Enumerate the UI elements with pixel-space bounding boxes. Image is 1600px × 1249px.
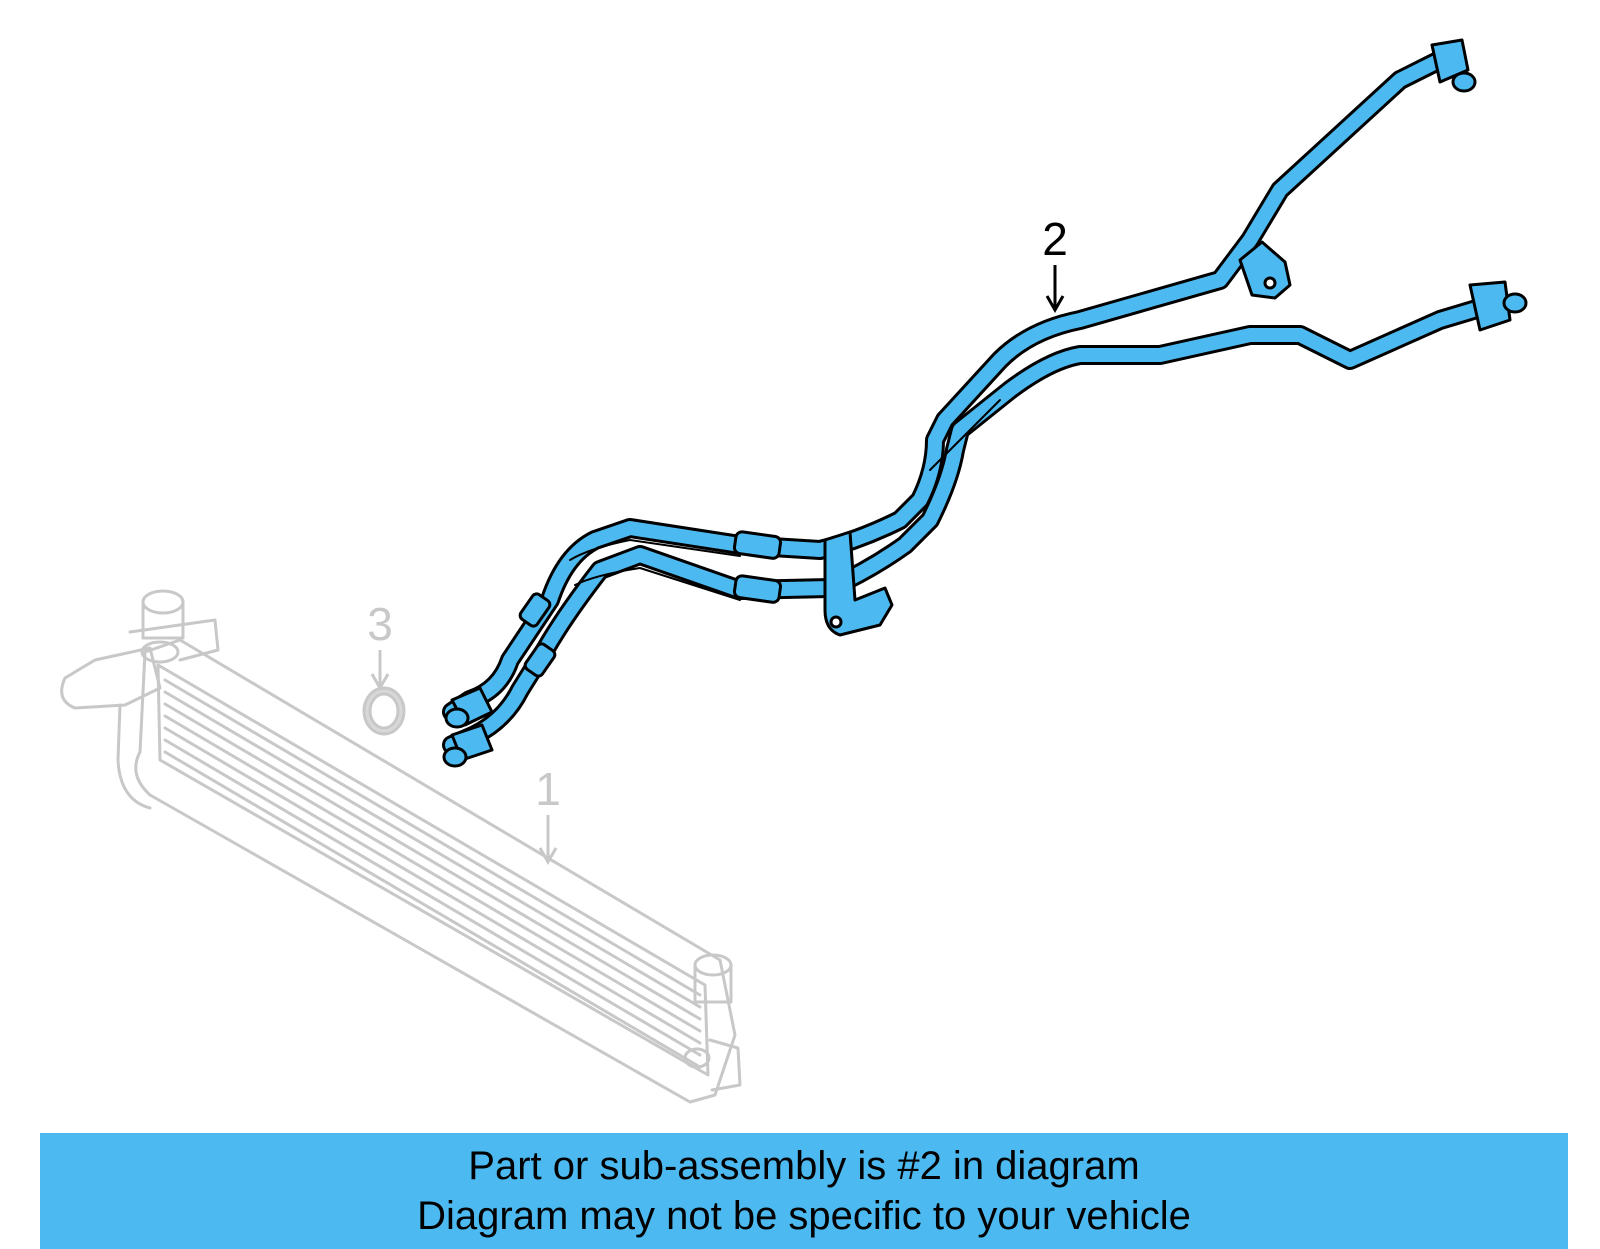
callout-3-label: 3 (367, 598, 393, 650)
oil-cooler-part (60, 589, 742, 1104)
callout-2: 2 (1042, 213, 1068, 314)
banner-line-1: Part or sub-assembly is #2 in diagram (468, 1144, 1140, 1188)
cooler-lines-fittings (442, 38, 1528, 768)
cooler-lines-part (442, 50, 1500, 755)
callout-2-label: 2 (1042, 213, 1068, 265)
banner-line-2: Diagram may not be specific to your vehi… (417, 1194, 1191, 1238)
info-banner: Part or sub-assembly is #2 in diagram Di… (40, 1133, 1568, 1249)
info-banner-background (40, 1133, 1568, 1249)
callout-3: 3 (367, 598, 393, 692)
o-ring-part (362, 686, 406, 736)
callout-1-label: 1 (535, 763, 561, 815)
callout-1: 1 (535, 763, 561, 866)
